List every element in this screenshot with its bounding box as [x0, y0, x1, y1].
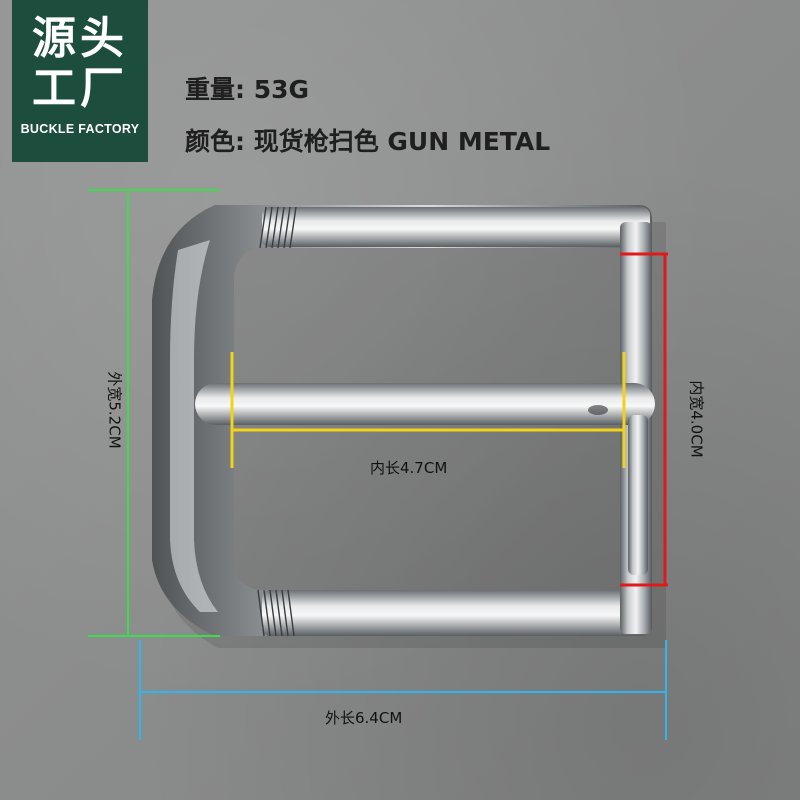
- inner-length-label: 内长4.7CM: [370, 459, 448, 477]
- prong-pin: [628, 415, 648, 575]
- outer-length-label: 外长6.4CM: [325, 709, 403, 727]
- color-spec: 颜色: 现货枪扫色 GUN METAL: [185, 127, 551, 156]
- top-engraving: [259, 206, 297, 249]
- bottom-engraving: [257, 589, 295, 637]
- left-bar-highlight: [170, 240, 218, 612]
- weight-spec: 重量: 53G: [185, 75, 310, 104]
- prong-tongue: [195, 383, 655, 425]
- top-bar: [262, 207, 650, 247]
- inner-width-label: 内宽4.0CM: [687, 380, 706, 458]
- brand-logo: 源头 工厂 BUCKLE FACTORY: [12, 0, 148, 162]
- brand-line-1: 源头: [32, 13, 128, 64]
- brand-line-2: 工厂: [32, 63, 128, 114]
- buckle-shadow: [162, 222, 666, 648]
- bottom-bar: [262, 590, 650, 636]
- prong-detail: [588, 405, 608, 415]
- brand-subtitle: BUCKLE FACTORY: [20, 122, 140, 136]
- outer-width-label: 外宽5.2CM: [105, 371, 124, 449]
